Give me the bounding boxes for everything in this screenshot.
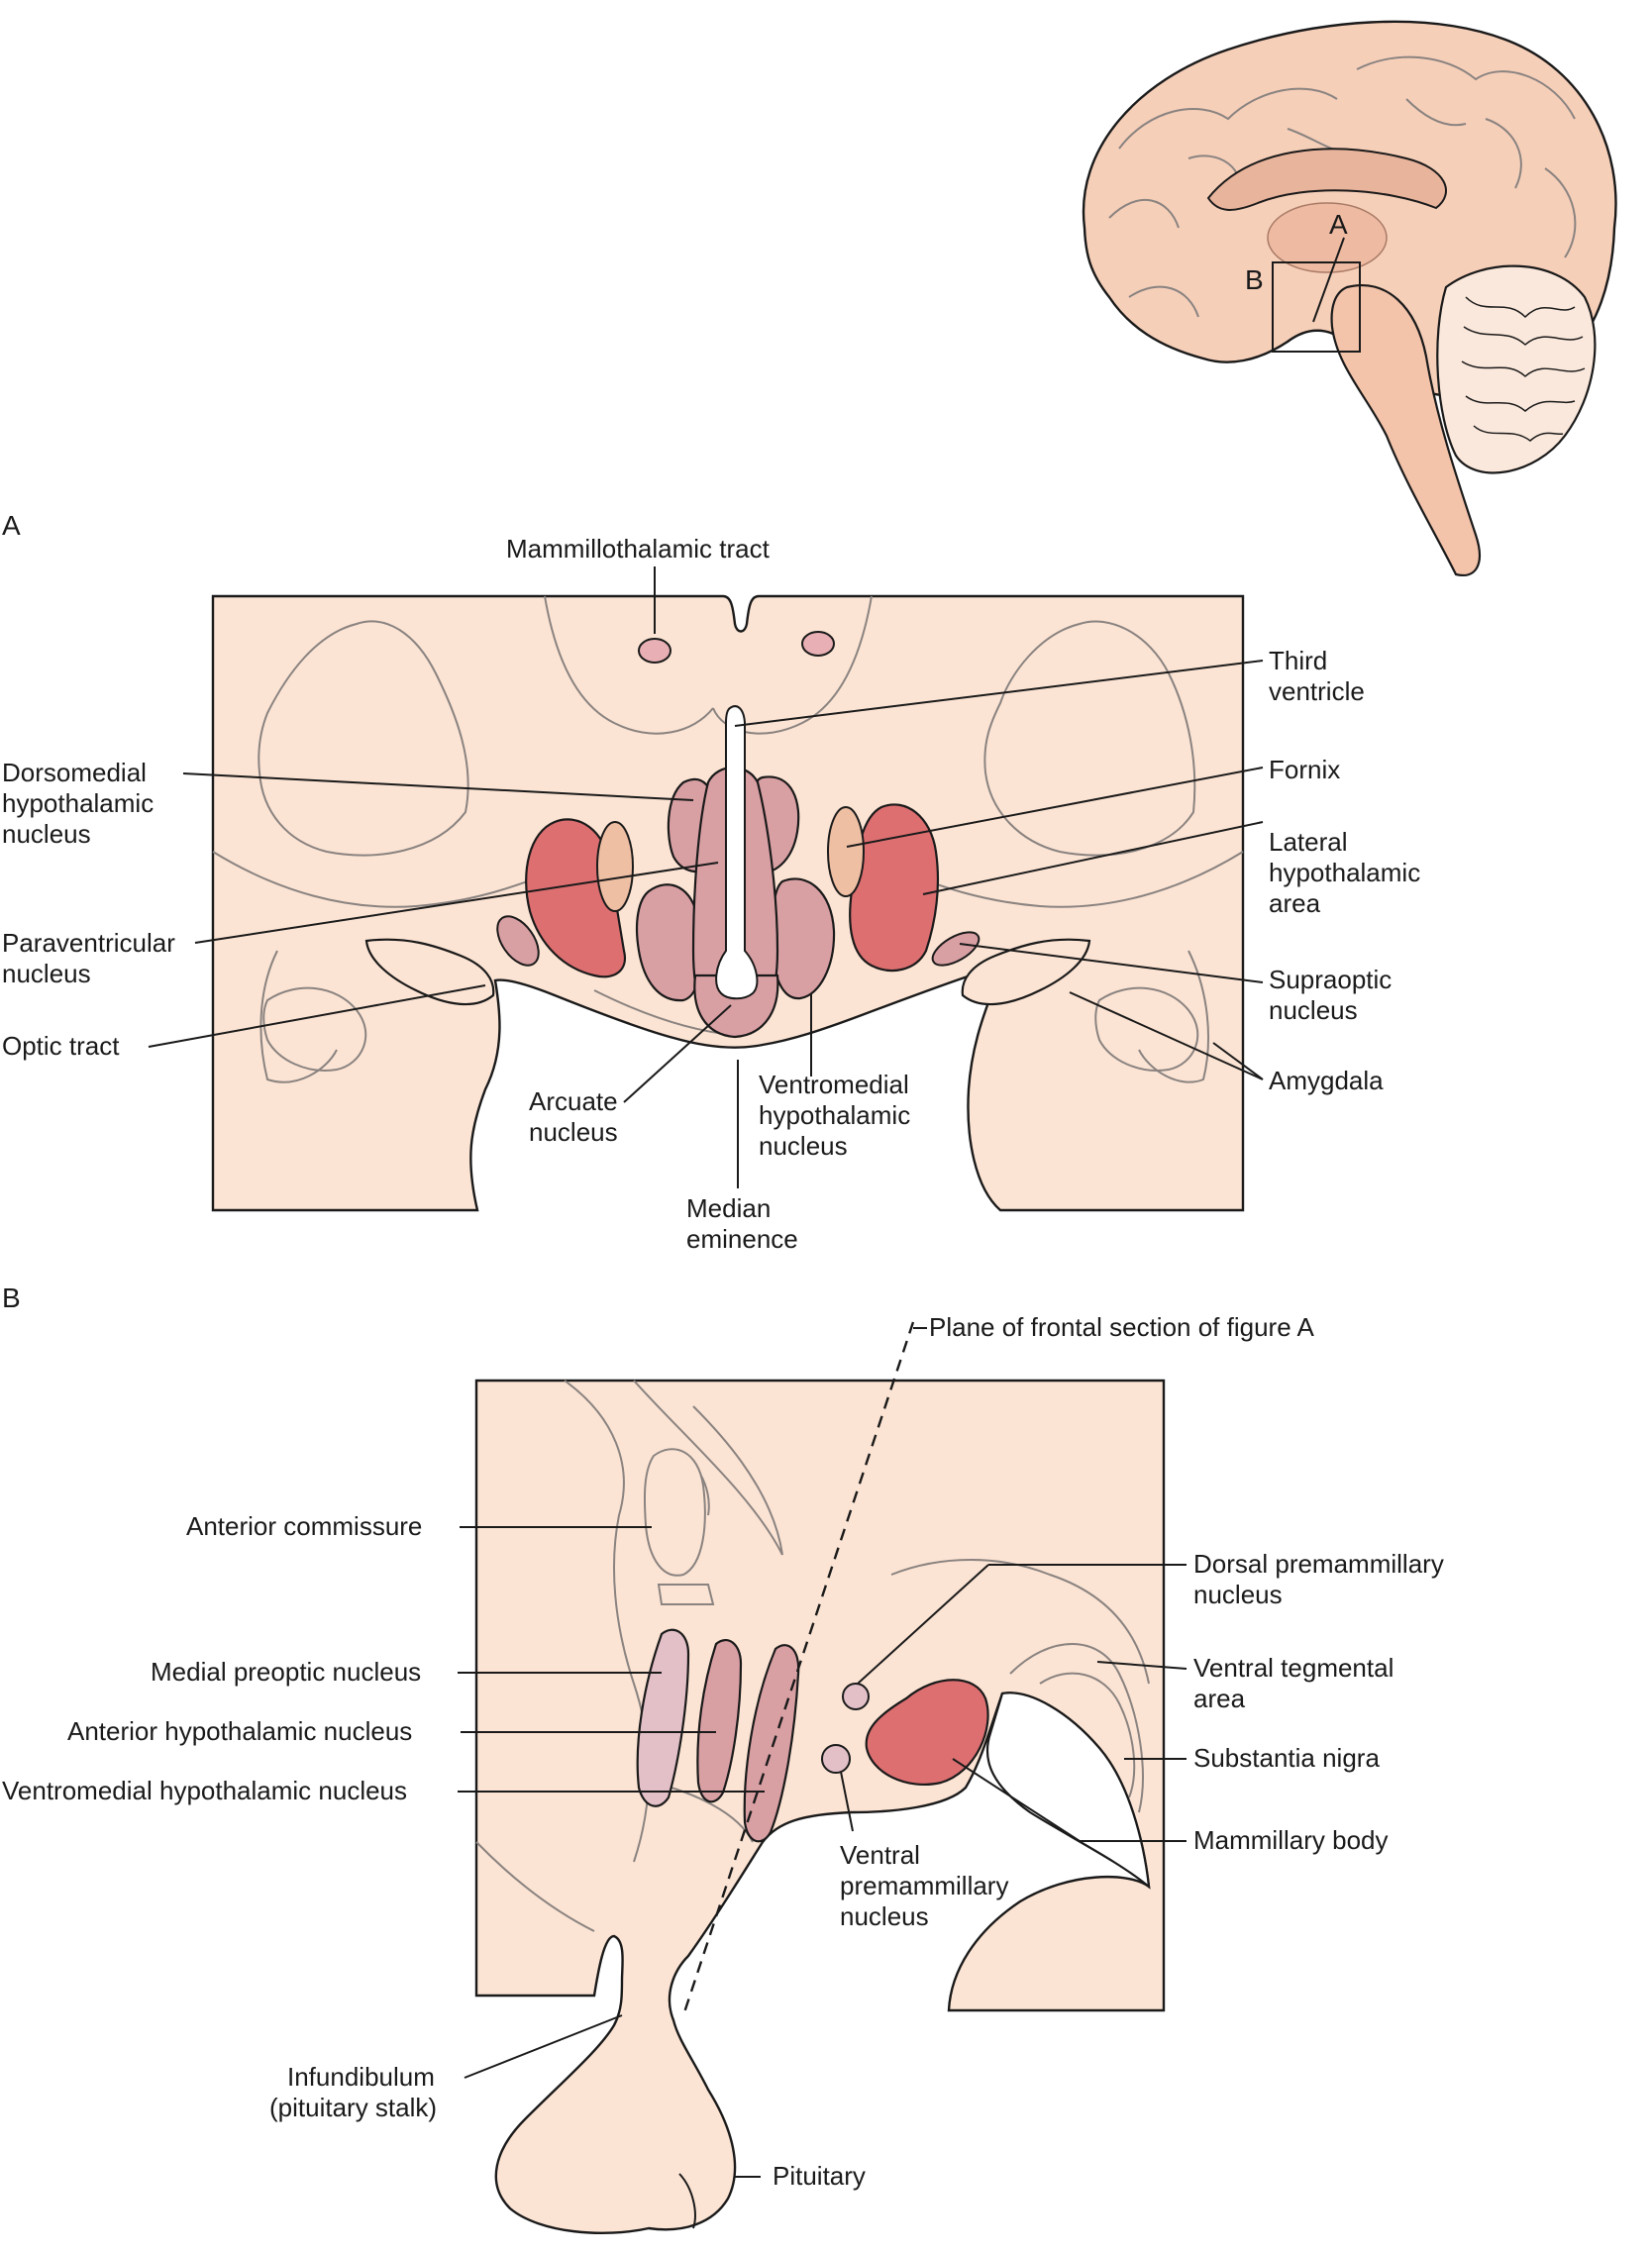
- amygdala-left: [262, 986, 367, 1072]
- inset-letter-a: A: [1329, 209, 1348, 240]
- supraoptic-nucleus-right: [931, 931, 981, 967]
- medial-preoptic-nucleus: [636, 1628, 690, 1807]
- panel-a-letter: A: [2, 510, 21, 541]
- ventromedial-nucleus-left: [635, 883, 702, 1002]
- inset-plane-a: [1312, 237, 1345, 323]
- corpus-callosum: [1206, 148, 1447, 211]
- substantia-nigra: [1039, 1672, 1136, 1798]
- mammillary-body: [865, 1679, 989, 1786]
- anterior-commissure-stem: [657, 1584, 715, 1605]
- inset-box-b: [1272, 261, 1361, 353]
- gyri: [1108, 55, 1577, 318]
- third-ventricle: [715, 705, 759, 1000]
- pituitary-crease: [678, 2173, 696, 2229]
- plane-dashed-line: [681, 1321, 915, 2016]
- label-fornix: Fornix: [1269, 755, 1340, 784]
- label-mammillothalamic-tract: Mammillothalamic tract: [506, 534, 771, 564]
- dorsal-premammillary-nucleus: [842, 1683, 870, 1710]
- inset-brain: A B: [1082, 20, 1617, 577]
- arcuate-nucleus: [693, 974, 779, 1039]
- panel-a-contours: [212, 595, 1244, 1083]
- label-pituitary: Pituitary: [773, 2161, 866, 2191]
- amygdala-right: [1094, 986, 1199, 1072]
- panel-b-leaders: [458, 1327, 1187, 2178]
- thalamus: [1267, 202, 1388, 273]
- interpeduncular-space: [985, 1692, 1151, 1890]
- label-substantia-nigra: Substantia nigra: [1193, 1743, 1380, 1773]
- inset-letter-b: B: [1245, 264, 1264, 295]
- anterior-commissure: [643, 1448, 706, 1577]
- supraoptic-nucleus-left: [496, 915, 540, 967]
- label-infundibulum: Infundibulum(pituitary stalk): [269, 2062, 437, 2122]
- mammillothalamic-tract-right: [801, 631, 835, 657]
- ventral-tegmental-area: [1009, 1643, 1144, 1813]
- fornix-left: [596, 821, 634, 912]
- ventral-premammillary-nucleus: [821, 1744, 851, 1774]
- label-amygdala: Amygdala: [1269, 1066, 1384, 1095]
- label-plane: Plane of frontal section of figure A: [929, 1312, 1314, 1342]
- panel-a-leaders: [148, 566, 1264, 1188]
- panel-b-labels: Plane of frontal section of figure A Ant…: [2, 1312, 1444, 2191]
- label-ventromedial-b: Ventromedial hypothalamic nucleus: [2, 1776, 407, 1805]
- label-anterior-commissure: Anterior commissure: [186, 1511, 422, 1541]
- label-mammillary-body: Mammillary body: [1193, 1825, 1389, 1855]
- fornix-right: [827, 806, 865, 897]
- label-medial-preoptic: Medial preoptic nucleus: [151, 1657, 421, 1687]
- optic-tract-left: [364, 938, 495, 1006]
- panel-b-letter: B: [2, 1282, 21, 1313]
- lateral-hypothalamic-area-right: [849, 803, 940, 973]
- cerebellum: [1436, 264, 1597, 474]
- panel-b: Plane of frontal section of figure A Ant…: [2, 1312, 1444, 2235]
- brainstem: [1330, 284, 1481, 577]
- label-optic-tract: Optic tract: [2, 1031, 120, 1061]
- cerebellar-folia: [1461, 296, 1586, 442]
- mammillothalamic-tract-left: [638, 638, 671, 664]
- label-anterior-hypothalamic: Anterior hypothalamic nucleus: [67, 1716, 412, 1746]
